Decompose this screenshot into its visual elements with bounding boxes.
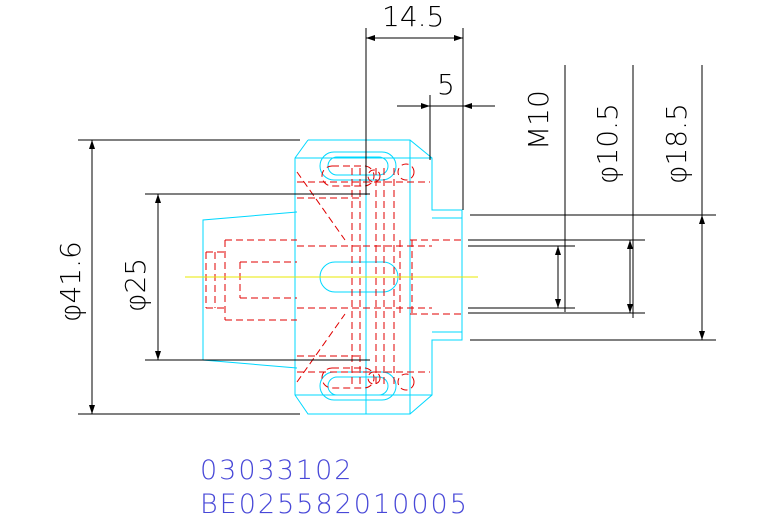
dim-bore-diameter: φ10.5: [591, 103, 624, 184]
dimensions: [78, 28, 716, 415]
part-code-primary: 03033102: [200, 455, 354, 486]
part-code-secondary: BE025582010005: [200, 489, 469, 520]
dim-nose-diameter: φ18.5: [660, 103, 693, 184]
dim-thread: M10: [522, 90, 555, 150]
dim-collar-length: 5: [437, 68, 455, 101]
hidden-lines: [205, 163, 462, 391]
dim-body-diameter: φ25: [119, 258, 152, 312]
dim-flange-diameter: φ41.6: [54, 241, 87, 322]
dim-overall-length: 14.5: [382, 0, 444, 33]
